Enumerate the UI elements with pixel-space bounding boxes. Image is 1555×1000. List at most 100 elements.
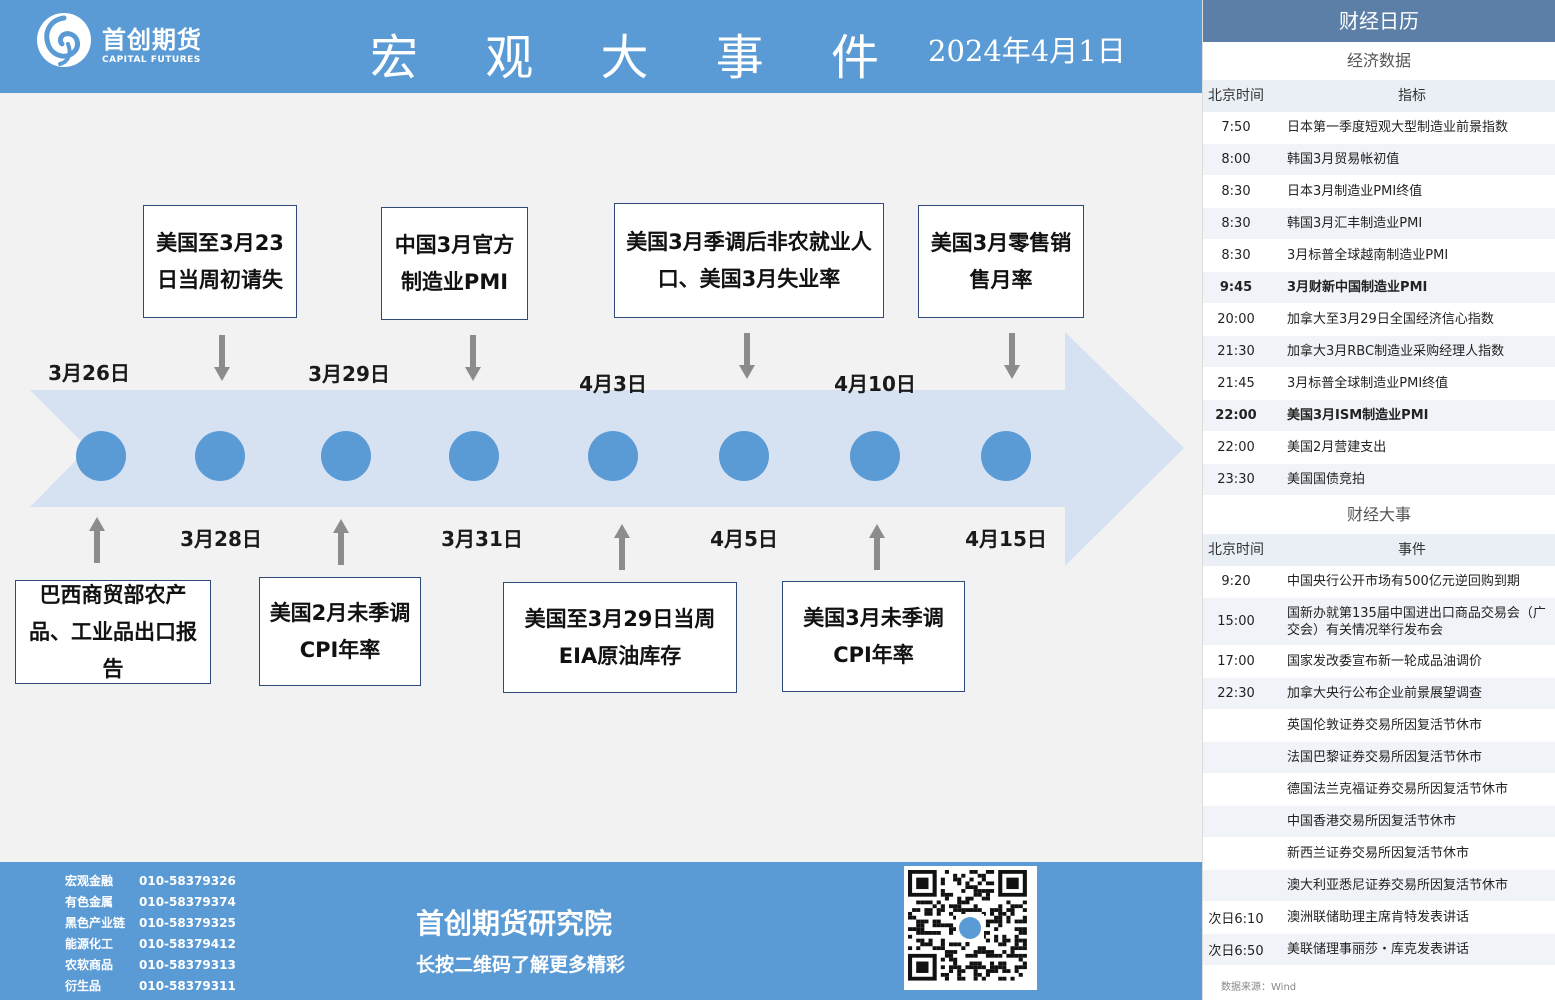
row-description: 韩国3月汇丰制造业PMI bbox=[1287, 216, 1423, 231]
report-date: 2024年4月1日 bbox=[928, 34, 1126, 68]
arrow-down-icon bbox=[739, 333, 755, 379]
arrow-down-icon bbox=[214, 335, 230, 381]
contact-category: 黑色产业链 bbox=[65, 916, 126, 930]
company-logo: 首创期货 CAPITAL FUTURES bbox=[34, 10, 204, 70]
row-description: 3月财新中国制造业PMI bbox=[1287, 280, 1428, 295]
row-description: 中国香港交易所因复活节休市 bbox=[1287, 814, 1457, 829]
event-box: 巴西商贸部农产品、工业品出口报告 bbox=[15, 580, 211, 684]
row-time bbox=[1203, 774, 1269, 805]
contact-category: 能源化工 bbox=[65, 937, 114, 951]
qr-code-icon[interactable] bbox=[904, 866, 1037, 990]
contact-phone: 010-58379313 bbox=[139, 958, 236, 972]
timeline-node bbox=[195, 431, 245, 481]
timeline-node bbox=[719, 431, 769, 481]
row-description: 3月标普全球越南制造业PMI bbox=[1287, 248, 1449, 263]
event-box: 美国3月零售销售月率 bbox=[918, 205, 1084, 318]
timeline-node bbox=[981, 431, 1031, 481]
logo-icon bbox=[37, 13, 91, 67]
row-time: 9:45 bbox=[1219, 280, 1253, 295]
row-time: 次日6:50 bbox=[1208, 944, 1264, 959]
timeline-node bbox=[76, 431, 126, 481]
event-box: 美国3月季调后非农就业人口、美国3月失业率 bbox=[614, 203, 884, 318]
table-row: 中国香港交易所因复活节休市 bbox=[1203, 806, 1555, 838]
event-box: 美国3月未季调CPI年率 bbox=[782, 581, 965, 692]
contact-row: 能源化工 010-58379412 bbox=[65, 935, 236, 952]
contact-phone: 010-58379412 bbox=[139, 937, 236, 951]
row-time: 8:30 bbox=[1221, 216, 1251, 231]
row-description: 澳大利亚悉尼证券交易所因复活节休市 bbox=[1287, 878, 1509, 893]
contact-phone: 010-58379325 bbox=[139, 916, 236, 930]
col-time-header: 北京时间 bbox=[1208, 88, 1264, 104]
table-row: 8:30 韩国3月汇丰制造业PMI bbox=[1203, 208, 1555, 240]
row-description: 国家发改委宣布新一轮成品油调价 bbox=[1287, 654, 1483, 669]
row-time bbox=[1203, 870, 1269, 901]
page-title: 宏 观 大 事 件 bbox=[370, 30, 906, 86]
col-time-header: 北京时间 bbox=[1208, 542, 1264, 558]
row-time: 9:20 bbox=[1221, 574, 1251, 589]
timeline-arrow bbox=[30, 332, 1184, 566]
arrow-up-icon bbox=[869, 524, 885, 570]
table-row: 8:30 3月标普全球越南制造业PMI bbox=[1203, 240, 1555, 272]
timeline-date: 4月5日 bbox=[710, 527, 778, 551]
contact-category: 宏观金融 bbox=[65, 874, 114, 888]
arrow-up-icon bbox=[333, 519, 349, 565]
col-indicator-header: 指标 bbox=[1398, 88, 1426, 104]
contact-phone: 010-58379311 bbox=[139, 979, 236, 993]
row-description: 加拿大至3月29日全国经济信心指数 bbox=[1287, 312, 1494, 327]
table-row: 17:00 国家发改委宣布新一轮成品油调价 bbox=[1203, 646, 1555, 678]
timeline-date: 4月15日 bbox=[965, 527, 1047, 551]
timeline-node bbox=[321, 431, 371, 481]
event-box: 美国2月未季调CPI年率 bbox=[259, 577, 421, 686]
row-time: 8:30 bbox=[1221, 248, 1251, 263]
table-row: 22:00 美国2月营建支出 bbox=[1203, 432, 1555, 464]
event-box: 美国至3月23日当周初请失 bbox=[143, 205, 297, 318]
row-time: 22:00 bbox=[1215, 408, 1257, 423]
row-time: 8:30 bbox=[1221, 184, 1251, 199]
table-row: 23:30 美国国债竞拍 bbox=[1203, 464, 1555, 496]
row-time bbox=[1203, 806, 1269, 837]
row-description: 美国2月营建支出 bbox=[1287, 440, 1387, 455]
row-time: 22:00 bbox=[1217, 440, 1255, 455]
timeline-node bbox=[588, 431, 638, 481]
col-event-header: 事件 bbox=[1398, 542, 1426, 558]
row-time bbox=[1203, 710, 1269, 741]
arrow-up-icon bbox=[89, 517, 105, 563]
row-time bbox=[1203, 838, 1269, 869]
logo-text-cn: 首创期货 bbox=[102, 26, 202, 54]
row-description: 美国国债竞拍 bbox=[1287, 472, 1366, 487]
row-description: 新西兰证券交易所因复活节休市 bbox=[1287, 846, 1470, 861]
row-time: 17:00 bbox=[1217, 654, 1255, 669]
row-description: 法国巴黎证券交易所因复活节休市 bbox=[1287, 750, 1483, 765]
footer-slogan: 长按二维码了解更多精彩 bbox=[416, 954, 626, 976]
row-description: 日本第一季度短观大型制造业前景指数 bbox=[1287, 120, 1509, 135]
row-description: 澳洲联储助理主席肯特发表讲话 bbox=[1287, 910, 1470, 925]
row-description: 德国法兰克福证券交易所因复活节休市 bbox=[1287, 782, 1509, 797]
row-time: 23:30 bbox=[1217, 472, 1255, 487]
timeline-date: 4月10日 bbox=[834, 372, 916, 396]
timeline-date: 4月3日 bbox=[579, 372, 647, 396]
row-description: 国新办就第135届中国进出口商品交易会（广交会）有关情况举行发布会 bbox=[1287, 605, 1546, 638]
left-panel: 首创期货 CAPITAL FUTURES 宏 观 大 事 件 2024年4月1日… bbox=[0, 0, 1202, 1000]
timeline-date: 3月28日 bbox=[180, 527, 262, 551]
table-row: 9:45 3月财新中国制造业PMI bbox=[1203, 272, 1555, 304]
header-bar: 首创期货 CAPITAL FUTURES 宏 观 大 事 件 2024年4月1日 bbox=[0, 0, 1202, 93]
row-time: 21:30 bbox=[1217, 344, 1255, 359]
events-title: 财经大事 bbox=[1203, 496, 1555, 534]
event-box: 美国至3月29日当周EIA原油库存 bbox=[503, 582, 737, 693]
row-time: 8:00 bbox=[1221, 152, 1251, 167]
table-row: 法国巴黎证券交易所因复活节休市 bbox=[1203, 742, 1555, 774]
row-time bbox=[1203, 742, 1269, 773]
